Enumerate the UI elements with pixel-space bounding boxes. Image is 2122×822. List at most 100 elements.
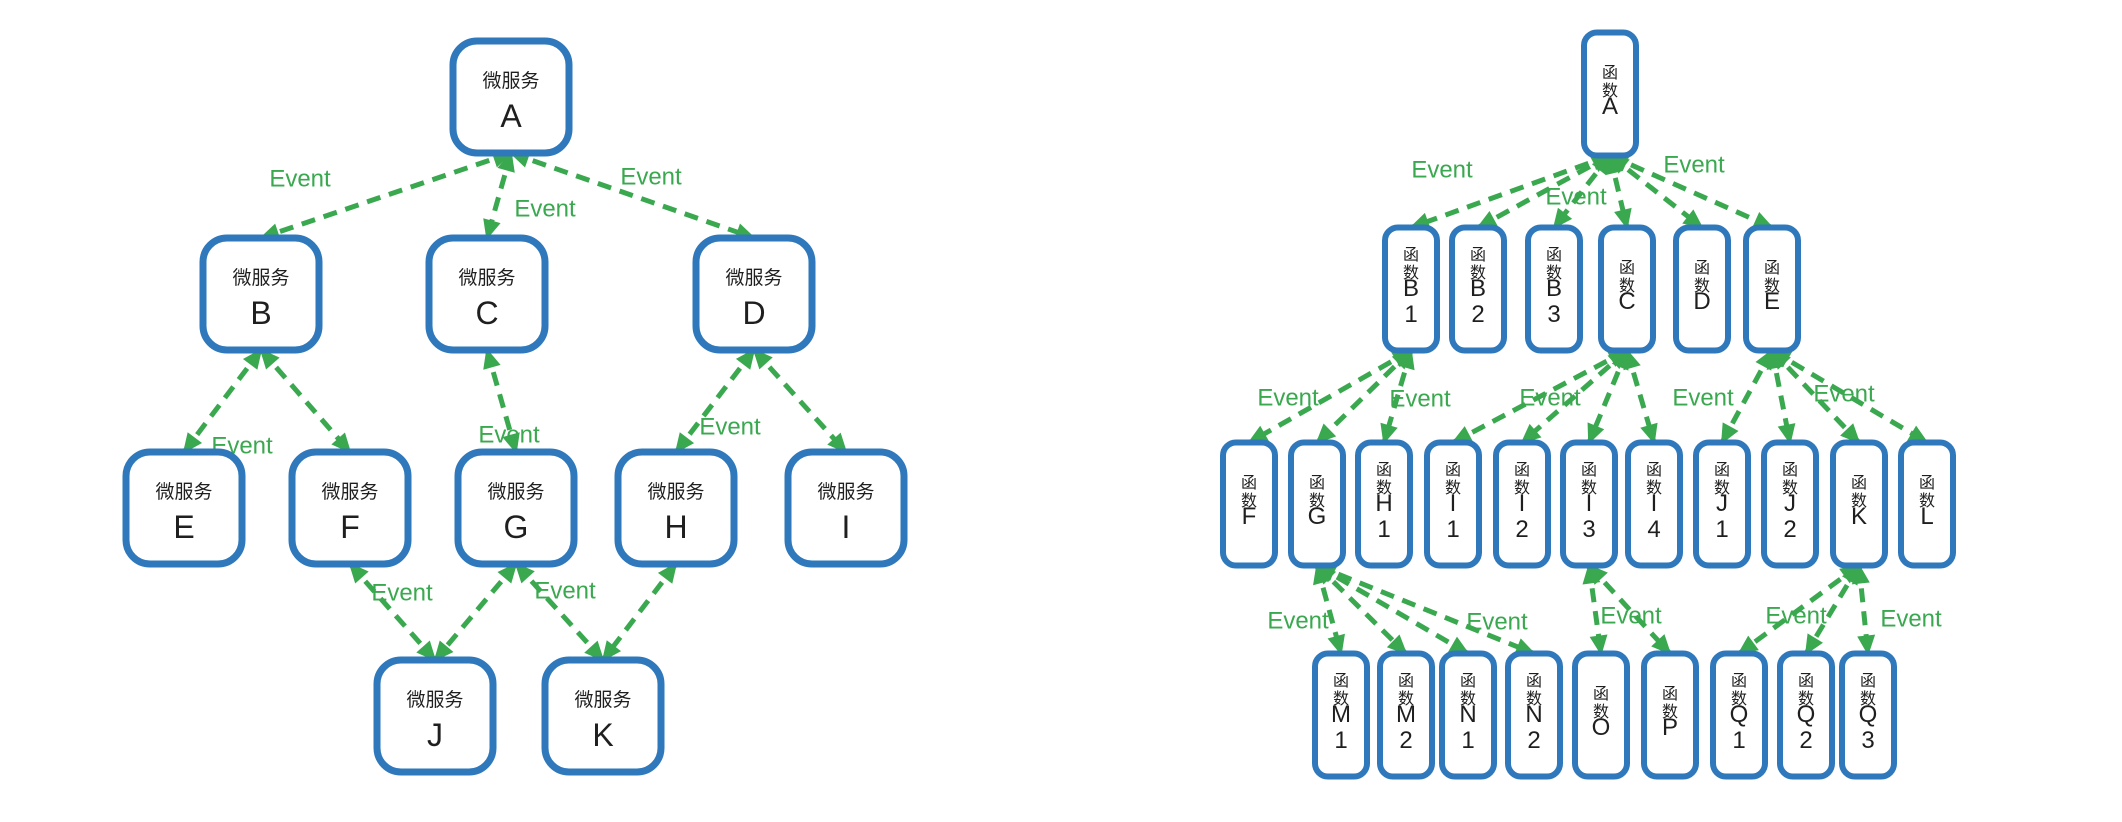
functions-tree-node-B1-box	[1382, 224, 1440, 354]
functions-tree-node-C-box	[1598, 224, 1656, 354]
microservices-tree-edge-A-B	[259, 150, 513, 241]
functions-tree-event-label-5: Event	[1389, 385, 1451, 412]
microservices-tree-event-label-5: Event	[478, 421, 540, 448]
functions-tree-node-E-box	[1743, 224, 1801, 354]
functions-tree-node-M1-box	[1312, 650, 1370, 780]
microservices-tree-event-label-2: Event	[514, 195, 576, 222]
functions-tree-edge-I3-O	[1582, 563, 1608, 656]
microservices-tree-node-J-box	[373, 656, 497, 776]
microservices-tree-node-D-box	[692, 234, 816, 354]
functions-tree-node-I3-box	[1560, 439, 1618, 569]
microservices-tree-edge-A-D	[509, 150, 756, 241]
functions-tree-node-N1-box	[1439, 650, 1497, 780]
functions-tree-node-B3-box	[1525, 224, 1583, 354]
functions-tree-node-Q1-box	[1710, 650, 1768, 780]
functions-tree-node-L-box	[1898, 439, 1956, 569]
functions-tree-event-label-2: Event	[1545, 183, 1607, 210]
functions-tree-node-B2-box	[1449, 224, 1507, 354]
microservices-tree-node-A-box	[449, 37, 573, 157]
functions-tree-event-label-3: Event	[1663, 151, 1725, 178]
functions-tree-node-M2-box	[1377, 650, 1435, 780]
microservices-tree-edge-G-J	[433, 562, 518, 662]
microservices-tree-event-label-3: Event	[620, 163, 682, 190]
microservices-tree-event-label-8: Event	[534, 577, 596, 604]
functions-tree-node-J1-box	[1693, 439, 1751, 569]
microservices-tree-edge-C-G	[483, 348, 520, 454]
functions-tree-event-label-12: Event	[1765, 602, 1827, 629]
microservices-tree-node-G-box	[454, 448, 578, 568]
microservices-tree-edge-B-F	[259, 348, 352, 454]
microservices-tree-event-label-7: Event	[371, 579, 433, 606]
functions-tree-edge-E-J2	[1766, 348, 1796, 445]
functions-tree-event-label-1: Event	[1411, 156, 1473, 183]
functions-tree-node-Q3-box	[1839, 650, 1897, 780]
functions-tree-edge-C-I4	[1623, 348, 1658, 445]
functions-tree-node-P-box	[1641, 650, 1699, 780]
functions-tree-node-G-box	[1288, 439, 1346, 569]
microservices-tree-node-F-box	[288, 448, 412, 568]
functions-tree-node-A-box	[1581, 29, 1639, 159]
microservices-tree-node-C-box	[425, 234, 549, 354]
functions-tree-node-D-box	[1673, 224, 1731, 354]
functions-tree-node-J2-box	[1761, 439, 1819, 569]
microservices-tree-event-label-6: Event	[699, 413, 761, 440]
functions-tree-event-label-6: Event	[1519, 384, 1581, 411]
microservices-tree-event-label-1: Event	[269, 165, 331, 192]
functions-tree-node-K-box	[1830, 439, 1888, 569]
functions-tree-edge-E-L	[1770, 348, 1929, 445]
functions-tree-edge-B1-H1	[1380, 348, 1415, 445]
functions-tree-edge-G-M2	[1315, 563, 1408, 656]
functions-tree-node-I2-box	[1493, 439, 1551, 569]
functions-tree-node-I1-box	[1424, 439, 1482, 569]
functions-tree-edge-I3-P	[1587, 563, 1672, 656]
functions-tree-edge-A-E	[1608, 153, 1774, 230]
microservices-tree-node-E-box	[122, 448, 246, 568]
microservices-tree-node-B-box	[199, 234, 323, 354]
functions-tree-edge-C-I3	[1586, 348, 1630, 445]
functions-tree-edge-K-Q3	[1851, 563, 1876, 656]
functions-tree-event-label-13: Event	[1880, 605, 1942, 632]
functions-tree-node-Q2-box	[1777, 650, 1835, 780]
functions-tree-event-label-11: Event	[1600, 602, 1662, 629]
microservices-tree-edge-H-K	[601, 562, 678, 662]
functions-tree-edge-E-J1	[1719, 348, 1775, 445]
functions-tree-edge-A-C	[1605, 153, 1632, 230]
functions-tree-edge-G-N2	[1315, 563, 1536, 656]
microservices-tree-node-K-box	[541, 656, 665, 776]
functions-tree-node-N2-box	[1505, 650, 1563, 780]
microservices-tree-edge-D-I	[752, 348, 848, 454]
functions-tree-node-I4-box	[1625, 439, 1683, 569]
functions-tree-event-label-8: Event	[1813, 380, 1875, 407]
microservices-tree-edge-A-C	[483, 151, 515, 240]
